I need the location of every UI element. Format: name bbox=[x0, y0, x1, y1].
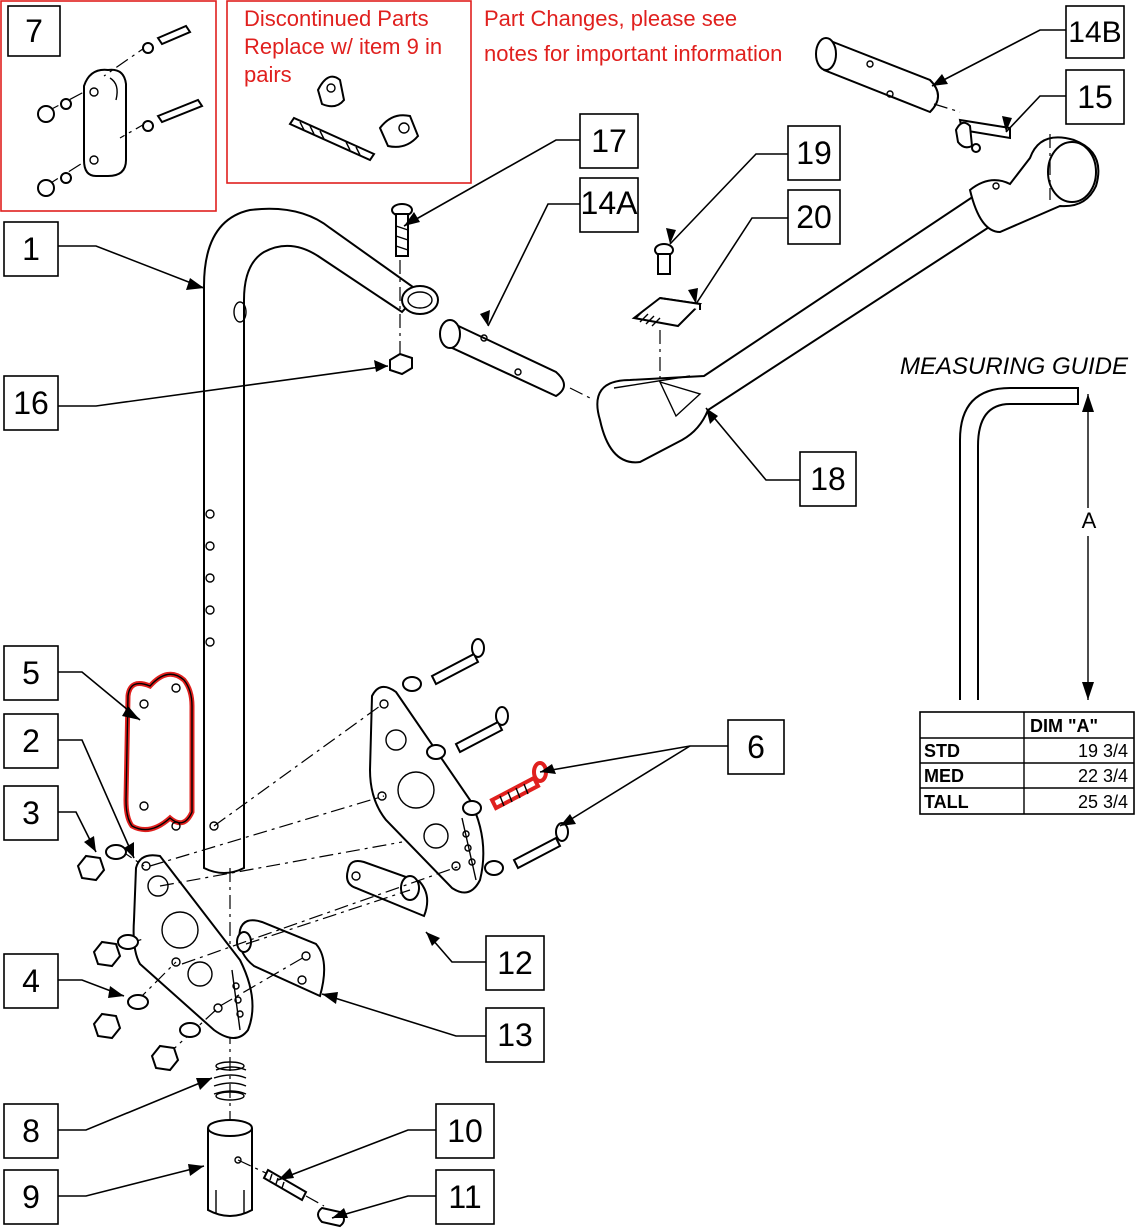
callout-10-label: 10 bbox=[447, 1113, 483, 1149]
item-17-screw bbox=[391, 203, 413, 257]
callout-17: 17 bbox=[579, 113, 639, 169]
callout-9-label: 9 bbox=[22, 1179, 40, 1215]
callout-7-label: 7 bbox=[25, 13, 43, 49]
callout-11-label: 11 bbox=[448, 1179, 481, 1215]
callout-20: 20 bbox=[787, 189, 841, 245]
item-12-bracket bbox=[346, 860, 429, 918]
callout-15: 15 bbox=[1065, 69, 1125, 125]
callout-1: 1 bbox=[3, 221, 59, 277]
table-row-tall-value: 25 3/4 bbox=[1078, 792, 1128, 812]
item-16-nut bbox=[389, 352, 413, 376]
item-5-plate bbox=[123, 671, 195, 833]
item-7-highlight-box bbox=[0, 0, 217, 212]
callout-20-label: 20 bbox=[796, 199, 832, 235]
measuring-guide: MEASURING GUIDE A bbox=[900, 353, 1129, 700]
discontinued-line-1: Discontinued Parts bbox=[244, 6, 429, 31]
table-row-std-label: STD bbox=[924, 741, 960, 761]
dimension-table: DIM "A" STD 19 3/4 MED 22 3/4 TALL 25 3/… bbox=[919, 711, 1135, 815]
assembly-centre-lines bbox=[119, 705, 461, 1057]
callout-13: 13 bbox=[485, 1007, 545, 1063]
item-2-side-plate bbox=[132, 854, 254, 1039]
discontinued-line-3: pairs bbox=[244, 62, 292, 87]
callout-15-label: 15 bbox=[1077, 79, 1113, 115]
leader-lines bbox=[58, 29, 1066, 1219]
callout-13-label: 13 bbox=[497, 1017, 533, 1053]
callout-18: 18 bbox=[799, 451, 857, 507]
measuring-guide-title: MEASURING GUIDE bbox=[900, 353, 1129, 380]
callout-12: 12 bbox=[485, 935, 545, 991]
table-header-dim-a: DIM "A" bbox=[1030, 716, 1098, 736]
callout-12-label: 12 bbox=[497, 945, 533, 981]
item-13-bracket bbox=[236, 919, 326, 998]
callout-11: 11 bbox=[435, 1169, 495, 1225]
callout-5-label: 5 bbox=[22, 655, 40, 691]
item-19-screw bbox=[654, 243, 674, 275]
discontinued-parts-drawing bbox=[288, 75, 420, 162]
callout-6-label: 6 bbox=[747, 729, 765, 765]
footrest-bar-drawing bbox=[596, 134, 1100, 464]
callout-6: 6 bbox=[727, 719, 785, 775]
discontinued-parts-box bbox=[226, 0, 472, 184]
table-row-tall-label: TALL bbox=[924, 792, 969, 812]
callout-14a-label: 14A bbox=[581, 185, 639, 221]
callout-16: 16 bbox=[3, 375, 59, 431]
item-10-pin bbox=[237, 1159, 325, 1207]
part-changes-line-1: Part Changes, please see bbox=[484, 6, 737, 31]
tube-coupler-drawing bbox=[399, 260, 595, 401]
callout-9: 9 bbox=[3, 1169, 59, 1225]
item-6-side-plate bbox=[368, 685, 485, 894]
table-row-med-label: MED bbox=[924, 766, 964, 786]
callout-4: 4 bbox=[3, 953, 59, 1009]
callout-4-label: 4 bbox=[22, 963, 40, 999]
item-15-pin bbox=[954, 118, 1011, 153]
leader-arrowheads bbox=[84, 74, 1012, 1218]
discontinued-line-2: Replace w/ item 9 in bbox=[244, 34, 442, 59]
item-20-wedge bbox=[631, 296, 703, 328]
callout-8-label: 8 bbox=[22, 1113, 40, 1149]
item-14b-tube bbox=[815, 37, 961, 114]
callout-14a: 14A bbox=[579, 177, 639, 233]
callout-14b: 14B bbox=[1065, 5, 1125, 59]
left-nuts-washers bbox=[76, 844, 201, 1072]
callout-14b-label: 14B bbox=[1068, 16, 1121, 49]
callout-2-label: 2 bbox=[22, 723, 40, 759]
callout-5: 5 bbox=[3, 645, 59, 701]
right-bolts-washers bbox=[402, 638, 569, 876]
callout-19-label: 19 bbox=[796, 135, 832, 171]
callout-18-label: 18 bbox=[810, 461, 846, 497]
callout-16-label: 16 bbox=[13, 385, 49, 421]
callout-17-label: 17 bbox=[591, 123, 627, 159]
callout-10: 10 bbox=[435, 1103, 495, 1159]
item-7-bracket-assembly bbox=[37, 24, 204, 197]
dimension-a-label: A bbox=[1082, 508, 1097, 533]
item-8-spring bbox=[213, 1061, 247, 1101]
callout-3-label: 3 bbox=[22, 795, 40, 831]
part-changes-line-2: notes for important information bbox=[484, 41, 782, 66]
callout-3: 3 bbox=[3, 785, 59, 841]
table-row-std-value: 19 3/4 bbox=[1078, 741, 1128, 761]
callout-1-label: 1 bbox=[22, 231, 40, 267]
callout-19: 19 bbox=[787, 125, 841, 181]
callout-7: 7 bbox=[7, 5, 61, 57]
callout-8: 8 bbox=[3, 1103, 59, 1159]
callout-2: 2 bbox=[3, 713, 59, 769]
table-row-med-value: 22 3/4 bbox=[1078, 766, 1128, 786]
item-9-sleeve bbox=[207, 1119, 253, 1217]
